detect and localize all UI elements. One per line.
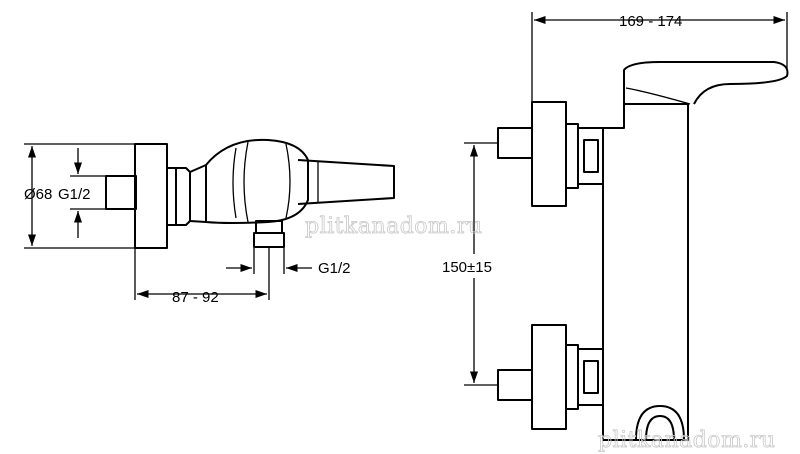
width-side-label: 87 - 92 [172,289,219,306]
front-lever-handle [623,61,789,105]
side-body [205,138,309,224]
side-view [105,138,395,249]
diameter-label: Ø68 [24,186,52,203]
front-view [497,61,789,441]
front-body [602,103,689,441]
width-front-label: 169 - 174 [619,13,682,30]
side-inner-nut [105,175,137,210]
watermark-center: plitkanadom.ru [305,214,483,239]
side-wall-flange [134,143,168,249]
lower-connection [497,324,604,430]
watermark-bottom-right: plitkanadom.ru [598,428,776,453]
spacing-label: 150±15 [442,259,492,276]
side-neck [167,167,191,226]
thread-bottom-label: G1/2 [318,260,351,277]
front-outlet-ring [635,405,685,441]
upper-connection [497,101,604,207]
dim-thread-bottom [226,248,312,274]
dim-thread-left [70,148,106,238]
side-lever-handle [297,159,395,205]
dim-width-front [531,12,788,102]
dim-diameter [24,143,136,249]
dim-spacing [464,142,498,386]
dim-width-side [134,248,270,300]
thread-left-label: G1/2 [58,186,91,203]
